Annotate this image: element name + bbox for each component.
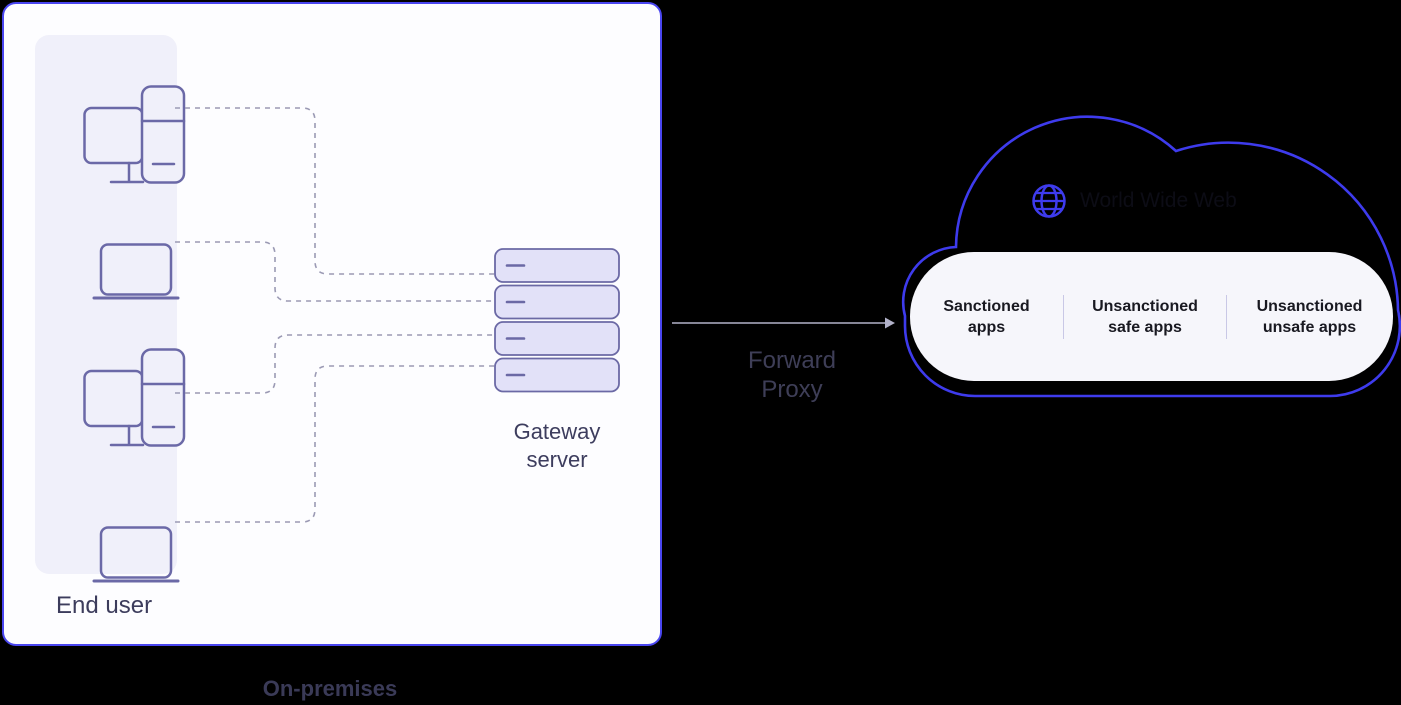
apps-pill: Sanctioned apps Unsanctioned safe apps U… bbox=[910, 252, 1393, 381]
world-wide-web-label: World Wide Web bbox=[1080, 189, 1237, 212]
divider bbox=[1226, 294, 1227, 339]
on-premises-caption: On-premises bbox=[262, 676, 398, 701]
connector-lines bbox=[175, 107, 496, 523]
gateway-server-icon bbox=[494, 248, 620, 393]
laptop-icon bbox=[92, 243, 180, 300]
gateway-server-label: Gateway server bbox=[513, 419, 601, 472]
desktop-icon bbox=[83, 348, 186, 447]
divider bbox=[1063, 294, 1064, 339]
laptop-icon bbox=[92, 526, 180, 583]
cloud-outline bbox=[901, 115, 1401, 398]
app-category-sanctioned: Sanctioned apps bbox=[943, 297, 1030, 336]
forward-proxy-label: Forward Proxy bbox=[747, 347, 837, 403]
globe-icon bbox=[1032, 184, 1066, 218]
app-category-unsanctioned-safe: Unsanctioned safe apps bbox=[1092, 297, 1198, 336]
desktop-icon bbox=[83, 85, 186, 184]
forward-proxy-arrow bbox=[672, 317, 895, 329]
app-category-unsanctioned-unsafe: Unsanctioned unsafe apps bbox=[1256, 297, 1363, 336]
end-user-panel bbox=[35, 35, 186, 583]
end-user-label: End user bbox=[56, 592, 153, 619]
